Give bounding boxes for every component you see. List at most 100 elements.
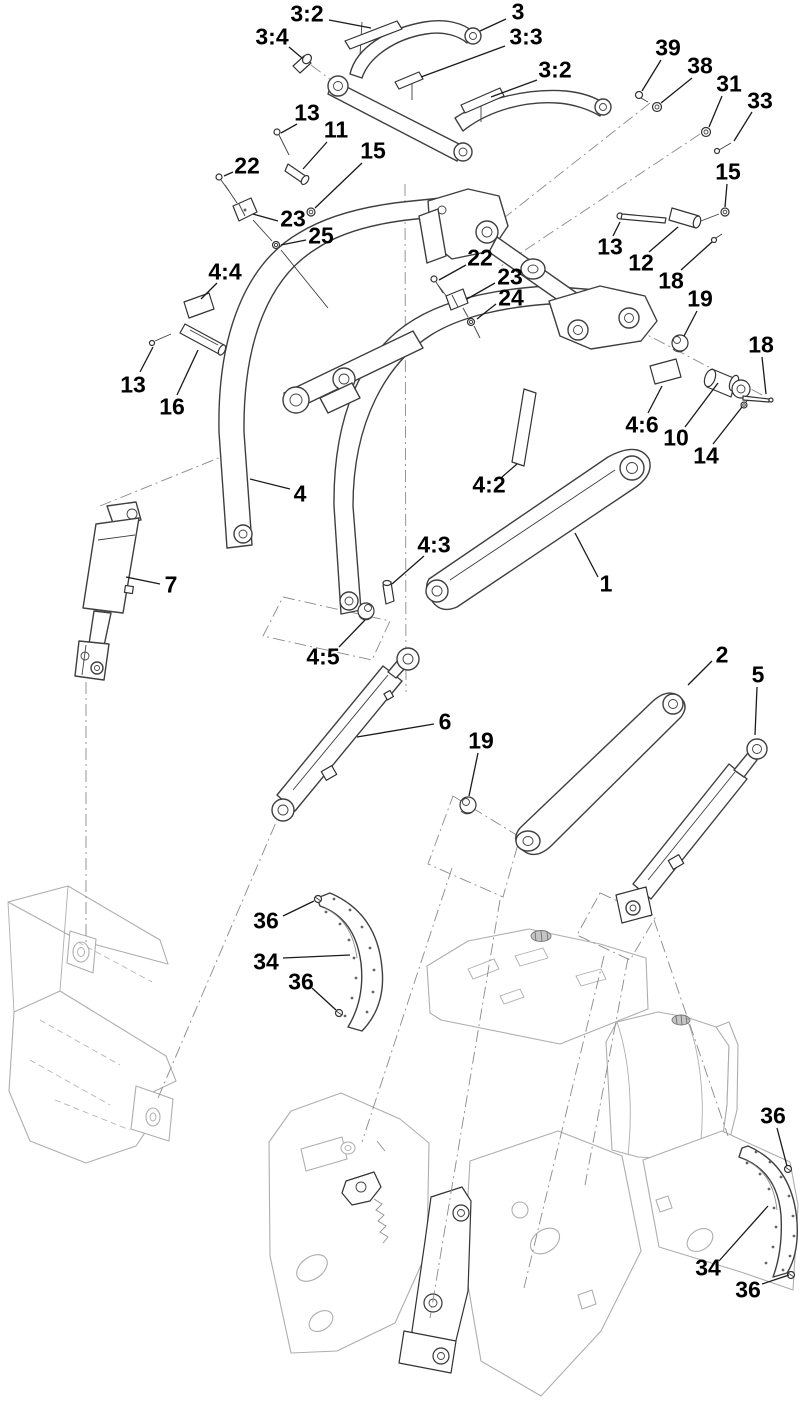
- leader-line-18: [680, 241, 713, 271]
- leader-line-3-2: [328, 19, 372, 29]
- callout-22: 22: [234, 152, 260, 179]
- leader-line-6: [356, 723, 435, 738]
- cross-member-weldment-3: [292, 20, 612, 162]
- phantom-line: [429, 899, 501, 1319]
- callout-19: 19: [468, 727, 494, 754]
- callout-13: 13: [597, 233, 623, 260]
- phantom-line: [99, 447, 244, 507]
- screw-36: [313, 894, 323, 904]
- leader-line-3-2: [490, 79, 538, 98]
- callout-5: 5: [751, 661, 765, 688]
- leader-line-4-6: [647, 385, 663, 414]
- leader-line-15: [724, 183, 728, 208]
- leader-line-5: [754, 686, 758, 736]
- phantom-line: [157, 819, 278, 1099]
- leader-line-34: [718, 1205, 769, 1262]
- leader-line-31: [708, 95, 723, 128]
- leader-line-36: [311, 987, 337, 1011]
- leader-line-14: [712, 406, 743, 445]
- nut-15-right: [720, 207, 730, 217]
- callout-36: 36: [253, 907, 279, 934]
- leader-line-12: [648, 226, 679, 253]
- leader-line-15: [314, 162, 363, 209]
- leader-line-16: [176, 349, 199, 396]
- bolt-18-right: [742, 395, 774, 403]
- bolt-18-mid: [710, 233, 723, 244]
- pin-11: [284, 163, 310, 186]
- nut-24: [466, 317, 476, 327]
- callout-4-2: 4:2: [472, 471, 506, 498]
- bushing-3-4: [292, 53, 313, 74]
- callout-34: 34: [695, 1254, 721, 1281]
- leader-line-22: [223, 171, 234, 177]
- spring-icon: [373, 1198, 389, 1244]
- bolt-13-left: [148, 333, 172, 347]
- callout-4-3: 4:3: [417, 531, 451, 558]
- bolt-33: [713, 142, 732, 155]
- callout-33: 33: [747, 87, 773, 114]
- callout-6: 6: [438, 708, 452, 735]
- leader-line-36: [282, 900, 315, 917]
- leader-line-38: [660, 77, 693, 104]
- callout-38: 38: [687, 52, 713, 79]
- leader-line-4-3: [391, 555, 425, 585]
- decal-4-2: [511, 388, 537, 467]
- pin-16: [179, 323, 227, 356]
- frame-mount-channel: [398, 1186, 472, 1374]
- nut-25: [271, 240, 281, 250]
- leader-line-13: [612, 221, 621, 237]
- link-arm-2: [515, 692, 686, 856]
- fender-left-34: [313, 892, 384, 1032]
- chassis-reference: [268, 928, 799, 1397]
- callout-36: 36: [735, 1276, 761, 1303]
- lift-cylinder-5: [615, 738, 768, 924]
- callout-25: 25: [308, 222, 334, 249]
- leader-line-36: [776, 1127, 788, 1167]
- phantom-line: [480, 102, 651, 237]
- callout-22: 22: [467, 244, 493, 271]
- leader-line-34: [282, 954, 351, 959]
- callout-4-5: 4:5: [306, 643, 340, 670]
- leader-line-25: [280, 239, 307, 246]
- phantom-box: [576, 892, 656, 961]
- leader-line-10: [684, 382, 719, 428]
- leader-line-4-2: [501, 463, 518, 478]
- phantom-line: [653, 919, 729, 1137]
- callout-1: 1: [599, 570, 613, 597]
- callout-18: 18: [658, 267, 684, 294]
- leader-line-1: [574, 532, 599, 578]
- screw-36: [334, 1008, 344, 1018]
- callout-23: 23: [497, 263, 523, 290]
- leader-line-24: [476, 303, 497, 320]
- bushing-19-lower: [459, 796, 477, 815]
- phantom-line: [497, 133, 701, 269]
- phantom-line: [523, 955, 605, 1289]
- leader-line-19: [683, 310, 698, 337]
- lift-cylinder-6: [271, 647, 420, 822]
- clamp-23-left: [232, 197, 258, 222]
- leader-line-23: [252, 213, 279, 222]
- callout-19: 19: [687, 285, 713, 312]
- callout-3: 3: [511, 0, 525, 25]
- leader-line-18: [761, 356, 767, 395]
- leader-line-33: [733, 111, 753, 142]
- lift-arm-1: [425, 448, 651, 611]
- leader-line-23: [466, 282, 496, 300]
- roller-10: [703, 368, 751, 399]
- bolt-39: [634, 90, 649, 103]
- leader-line-22: [438, 264, 467, 281]
- callout-4: 4: [293, 480, 307, 507]
- bucket-reference: [7, 885, 177, 1164]
- decal-3-2-right: [460, 87, 505, 114]
- leader-line-4: [249, 478, 291, 490]
- decal-4-4: [183, 292, 215, 319]
- callout-24: 24: [498, 284, 524, 311]
- callout-36: 36: [288, 968, 314, 995]
- callout-3-2: 3:2: [538, 56, 572, 83]
- phantom-line: [310, 64, 332, 81]
- phantom-line: [361, 867, 453, 1143]
- callout-13: 13: [120, 371, 146, 398]
- leader-line-4-5: [338, 619, 366, 648]
